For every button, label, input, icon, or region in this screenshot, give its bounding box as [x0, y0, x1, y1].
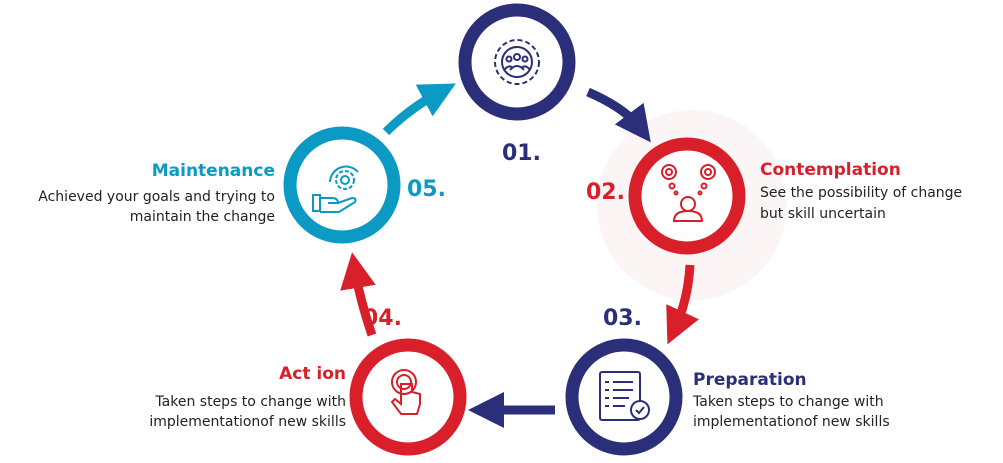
stage-02-desc-line: See the possibility of change	[760, 185, 962, 201]
stage-05-number: 05.	[407, 177, 446, 202]
stage-03-number: 03.	[603, 306, 642, 331]
stage-05-desc-line: Achieved your goals and trying to	[38, 189, 275, 205]
arrow-05-to-01	[382, 83, 456, 136]
stage-05-circle	[283, 126, 401, 244]
checklist-icon	[599, 371, 650, 421]
stage-04-title: Act ion	[279, 364, 346, 384]
stage-02-title: Contemplation	[760, 160, 901, 180]
thinking-person-icon	[661, 164, 716, 222]
stage-02-number: 02.	[586, 180, 625, 205]
stage-05-desc-line: maintain the change	[130, 209, 275, 225]
stage-04-desc-line: implementationof new skills	[149, 414, 346, 430]
arrow-01-to-02	[586, 87, 651, 143]
stage-05-title: Maintenance	[152, 161, 275, 181]
stage-01-number: 01.	[502, 141, 541, 166]
stage-04-desc-line: Taken steps to change with	[154, 394, 346, 410]
stage-04-number: 04.	[363, 306, 402, 331]
stage-03-desc-line: implementationof new skills	[693, 414, 890, 430]
arrow-04-to-05	[340, 252, 377, 337]
stage-02-desc-line: but skill uncertain	[760, 206, 886, 222]
hand-gear-icon	[312, 165, 359, 213]
stage-03-circle	[565, 338, 683, 456]
stage-01-circle	[458, 3, 576, 121]
stage-03-desc-line: Taken steps to change with	[692, 394, 884, 410]
team-gear-icon	[494, 39, 540, 85]
stage-03-title: Preparation	[693, 370, 807, 390]
tap-hand-icon	[390, 369, 421, 415]
arrow-02-to-03	[666, 264, 699, 345]
stage-02-circle	[628, 137, 746, 255]
stage-04-circle	[349, 338, 467, 456]
